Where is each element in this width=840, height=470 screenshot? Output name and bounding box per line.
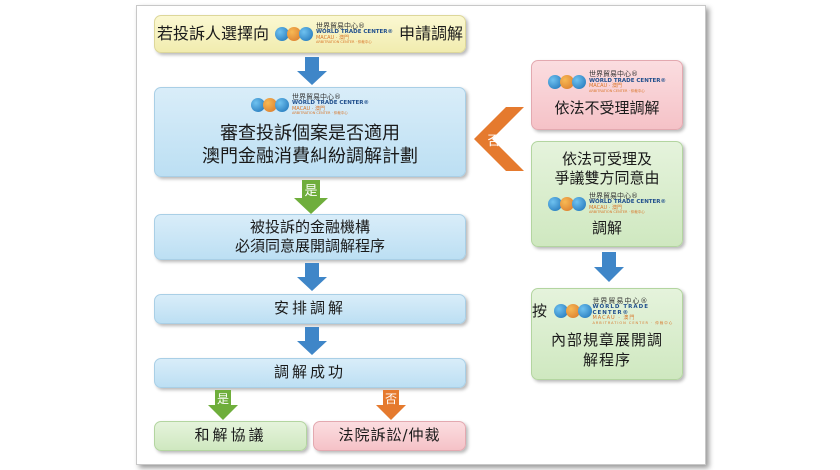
by-prefix-text: 按 <box>532 301 549 320</box>
wtc-logo: 世界貿易中心® WORLD TRADE CENTER® MACAU · 澳門 A… <box>250 93 369 116</box>
not-accepted-box: 世界貿易中心® WORLD TRADE CENTER® MACAU · 澳門 A… <box>531 60 683 130</box>
review-line-2: 澳門金融消費糾紛調解計劃 <box>202 146 418 168</box>
accepted-line-1: 依法可受理及 <box>561 149 652 168</box>
yes-arrow-2: 是 <box>208 390 238 420</box>
review-line-1: 審查投訴個案是否適用 <box>220 123 400 145</box>
wtc-logo: 世界貿易中心® WORLD TRADE CENTER® MACAU · 澳門 A… <box>274 22 393 45</box>
no-branch-arrow: 否 <box>474 107 524 171</box>
internal-line-2: 解程序 <box>582 350 631 369</box>
consent-line-1: 被投訴的金融機構 <box>249 217 370 236</box>
not-accepted-text: 依法不受理調解 <box>554 99 660 118</box>
no-label: 否 <box>385 392 397 406</box>
yes-label: 是 <box>304 184 317 199</box>
agreement-text: 和解協議 <box>194 426 267 445</box>
yes-arrow-1: 是 <box>294 180 328 214</box>
institution-consent-box: 被投訴的金融機構 必須同意展開調解程序 <box>154 214 466 260</box>
down-arrow-right <box>594 252 624 282</box>
internal-rules-box: 按 世界貿易中心® WORLD TRADE CENTER® MACAU · 澳門… <box>531 288 683 380</box>
apply-suffix-text: 申請調解 <box>399 23 464 43</box>
no-label: 否 <box>487 134 500 149</box>
yes-label: 是 <box>217 392 229 406</box>
success-text: 調解成功 <box>273 363 346 382</box>
court-arbitration-box: 法院訴訟/仲裁 <box>313 421 466 451</box>
down-arrow-2 <box>297 263 327 291</box>
no-arrow-bottom: 否 <box>376 390 406 420</box>
settlement-agreement-box: 和解協議 <box>154 421 307 451</box>
arrange-text: 安排調解 <box>273 299 346 318</box>
accepted-line-2: 爭議雙方同意由 <box>554 169 660 188</box>
apply-mediation-box: 若投訴人選擇向 世界貿易中心® WORLD TRADE CENTER® MACA… <box>154 15 466 53</box>
down-arrow-3 <box>297 327 327 355</box>
wtc-logo: 世界貿易中心® WORLD TRADE CENTER® MACAU · 澳門 A… <box>554 297 682 326</box>
apply-prefix-text: 若投訴人選擇向 <box>156 23 269 43</box>
mediation-success-box: 調解成功 <box>154 358 466 388</box>
internal-line-1: 內部規章展開調 <box>550 331 663 350</box>
consent-line-2: 必須同意展開調解程序 <box>234 237 385 255</box>
down-arrow-1 <box>297 57 327 85</box>
accepted-consent-box: 依法可受理及 爭議雙方同意由 世界貿易中心® WORLD TRADE CENTE… <box>531 141 683 247</box>
review-case-box: 世界貿易中心® WORLD TRADE CENTER® MACAU · 澳門 A… <box>154 87 466 177</box>
accepted-line-3: 調解 <box>591 218 622 237</box>
wtc-logo: 世界貿易中心® WORLD TRADE CENTER® MACAU · 澳門 A… <box>547 192 666 215</box>
arrange-mediation-box: 安排調解 <box>154 294 466 324</box>
wtc-logo: 世界貿易中心® WORLD TRADE CENTER® MACAU · 澳門 A… <box>547 70 666 93</box>
court-text: 法院訴訟/仲裁 <box>338 426 441 445</box>
